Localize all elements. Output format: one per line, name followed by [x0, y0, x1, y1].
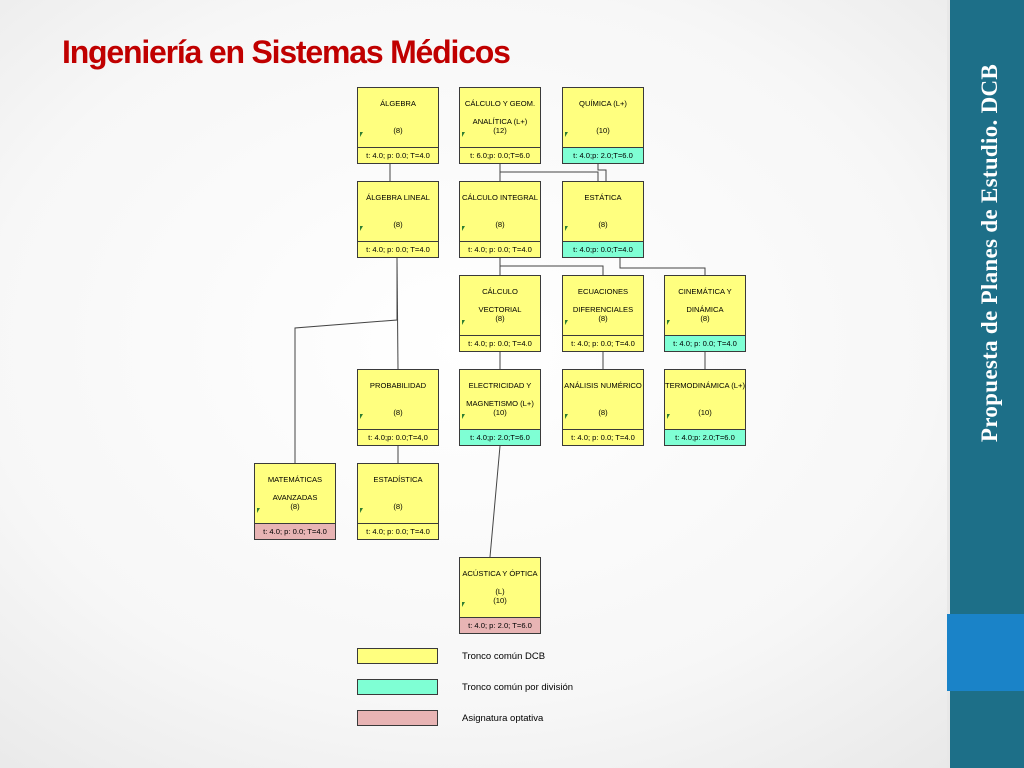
course-credits: (8) [393, 220, 403, 229]
course-name: CINEMÁTICA Y DINÁMICA [678, 287, 732, 314]
connector-algebra-lineal-probabilidad [396, 257, 399, 370]
course-algebra-lineal: ÁLGEBRA LINEAL (8) t: 4.0; p: 0.0; T=4.0 [357, 181, 439, 258]
course-electricidad: ELECTRICIDAD Y MAGNETISMO (L+)(10) t: 4.… [459, 369, 541, 446]
course-hours: t: 4.0; p: 0.0; T=4.0 [460, 241, 540, 257]
comment-marker-icon [462, 414, 465, 419]
course-credits: (10) [698, 408, 712, 417]
course-name: ANÁLISIS NUMÉRICO [564, 381, 642, 390]
course-name: ELECTRICIDAD Y MAGNETISMO (L+) [466, 381, 534, 408]
comment-marker-icon [462, 320, 465, 325]
course-estatica: ESTÁTICA (8) t: 4.0;p: 0.0;T=4.0 [562, 181, 644, 258]
course-calculo-integral: CÁLCULO INTEGRAL (8) t: 4.0; p: 0.0; T=4.… [459, 181, 541, 258]
comment-marker-icon [462, 602, 465, 607]
comment-marker-icon [257, 508, 260, 513]
course-hours: t: 4.0; p: 0.0; T=4.0 [255, 523, 335, 539]
course-ecuaciones: ECUACIONES DIFERENCIALES(8) t: 4.0; p: 0… [562, 275, 644, 352]
comment-marker-icon [565, 320, 568, 325]
course-name: ESTADÍSTICA [373, 475, 423, 484]
course-hours: t: 4.0; p: 0.0; T=4.0 [358, 523, 438, 539]
course-hours: t: 4.0;p: 2.0;T=6.0 [665, 429, 745, 445]
side-band-accent [947, 614, 1024, 691]
course-matematicas-avanzadas: MATEMÁTICAS AVANZADAS(8) t: 4.0; p: 0.0;… [254, 463, 336, 540]
course-name: CÁLCULO INTEGRAL [462, 193, 538, 202]
course-acustica: ACÚSTICA Y ÓPTICA (L)(10) t: 4.0; p: 2.0… [459, 557, 541, 634]
comment-marker-icon [360, 414, 363, 419]
course-hours: t: 4.0;p: 0.0;T=4.0 [563, 241, 643, 257]
course-termodinamica: TERMODINÁMICA (L+) (10) t: 4.0;p: 2.0;T=6… [664, 369, 746, 446]
course-hours: t: 4.0; p: 0.0; T=4.0 [665, 335, 745, 351]
course-hours: t: 4.0;p: 2.0;T=6.0 [563, 147, 643, 163]
course-hours: t: 4.0; p: 0.0; T=4.0 [460, 335, 540, 351]
course-hours: t: 4.0; p: 0.0; T=4.0 [563, 429, 643, 445]
slide-title: Ingeniería en Sistemas Médicos [62, 34, 511, 70]
course-credits: (10) [493, 408, 507, 417]
course-credits: (8) [598, 220, 608, 229]
legend-label-tronco-dcb: Tronco común DCB [462, 651, 546, 662]
legend-swatch-optativa [357, 710, 438, 726]
course-credits: (8) [495, 314, 505, 323]
comment-marker-icon [360, 132, 363, 137]
course-hours: t: 4.0;p: 2.0;T=6.0 [460, 429, 540, 445]
course-hours: t: 4.0; p: 2.0; T=6.0 [460, 617, 540, 633]
legend-swatch-tronco-dcb [357, 648, 438, 664]
course-cinematica: CINEMÁTICA Y DINÁMICA(8) t: 4.0; p: 0.0;… [664, 275, 746, 352]
course-credits: (8) [598, 314, 608, 323]
course-name: PROBABILIDAD [369, 381, 427, 390]
course-credits: (8) [393, 408, 403, 417]
course-credits: (12) [493, 126, 507, 135]
course-estadistica: ESTADÍSTICA (8) t: 4.0; p: 0.0; T=4.0 [357, 463, 439, 540]
comment-marker-icon [667, 320, 670, 325]
course-credits: (8) [393, 126, 403, 135]
course-credits: (10) [493, 596, 507, 605]
course-credits: (8) [393, 502, 403, 511]
course-quimica: QUÍMICA (L+) (10) t: 4.0;p: 2.0;T=6.0 [562, 87, 644, 164]
connector-calculo-integral-ecuaciones [499, 258, 604, 275]
course-name: TERMODINÁMICA (L+) [665, 381, 745, 390]
connector-calculo-geom-estatica [499, 164, 599, 181]
comment-marker-icon [565, 414, 568, 419]
comment-marker-icon [462, 132, 465, 137]
side-band [947, 0, 1024, 768]
comment-marker-icon [360, 226, 363, 231]
course-credits: (8) [495, 220, 505, 229]
side-band-edge [947, 0, 950, 768]
course-credits: (8) [290, 502, 300, 511]
comment-marker-icon [462, 226, 465, 231]
legend-label-optativa: Asignatura optativa [462, 713, 544, 724]
course-name: ACÚSTICA Y ÓPTICA (L) [462, 569, 538, 596]
course-credits: (10) [596, 126, 610, 135]
course-name: ÁLGEBRA LINEAL [366, 193, 430, 202]
course-analisis: ANÁLISIS NUMÉRICO (8) t: 4.0; p: 0.0; T=4… [562, 369, 644, 446]
connector-electricidad-acustica [489, 445, 501, 558]
legend-swatch-tronco-division [357, 679, 438, 695]
course-algebra: ÁLGEBRA (8) t: 4.0; p: 0.0; T=4.0 [357, 87, 439, 164]
legend-label-tronco-division: Tronco común por división [462, 682, 574, 693]
course-name: CÁLCULO Y GEOM. ANALÍTICA (L+) [464, 99, 536, 126]
course-calculo-geom: CÁLCULO Y GEOM. ANALÍTICA (L+)(12) t: 6.… [459, 87, 541, 164]
course-hours: t: 6.0;p: 0.0;T=6.0 [460, 147, 540, 163]
course-name: ESTÁTICA [584, 193, 622, 202]
course-calculo-vectorial: CÁLCULO VECTORIAL(8) t: 4.0; p: 0.0; T=4… [459, 275, 541, 352]
comment-marker-icon [565, 226, 568, 231]
course-credits: (8) [700, 314, 710, 323]
course-hours: t: 4.0; p: 0.0; T=4.0 [358, 241, 438, 257]
connector-quimica-estatica [597, 164, 607, 181]
comment-marker-icon [565, 132, 568, 137]
course-name: MATEMÁTICAS AVANZADAS [267, 475, 323, 502]
course-probabilidad: PROBABILIDAD (8) t: 4.0;p: 0.0;T=4,0 [357, 369, 439, 446]
comment-marker-icon [667, 414, 670, 419]
connector-estatica-cinematica [619, 258, 706, 275]
course-hours: t: 4.0; p: 0.0; T=4.0 [563, 335, 643, 351]
course-name: CÁLCULO VECTORIAL [478, 287, 522, 314]
course-name: ECUACIONES DIFERENCIALES [572, 287, 634, 314]
course-name: QUÍMICA (L+) [579, 99, 627, 108]
comment-marker-icon [360, 508, 363, 513]
course-hours: t: 4.0;p: 0.0;T=4,0 [358, 429, 438, 445]
course-hours: t: 4.0; p: 0.0; T=4.0 [358, 147, 438, 163]
course-credits: (8) [598, 408, 608, 417]
course-name: ÁLGEBRA [380, 99, 416, 108]
